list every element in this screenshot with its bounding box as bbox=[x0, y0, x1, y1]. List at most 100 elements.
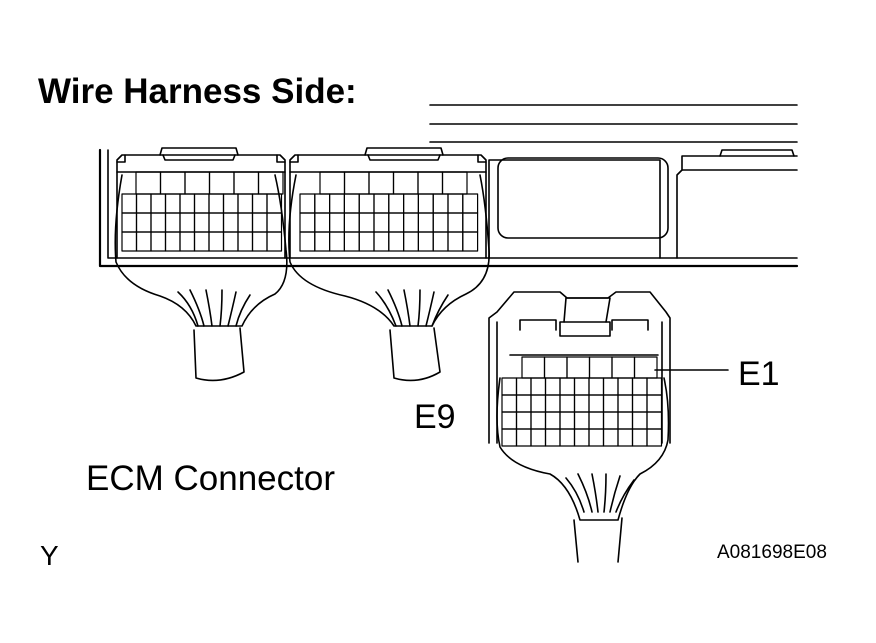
terminal-cavity bbox=[150, 212, 167, 233]
terminal-label-e1: E1 bbox=[738, 355, 780, 393]
terminal-cavity bbox=[462, 231, 479, 252]
terminal-cavity bbox=[602, 428, 619, 447]
terminal-cavity bbox=[164, 212, 181, 233]
terminal-cavity bbox=[329, 212, 346, 233]
terminal-cavity bbox=[617, 411, 634, 430]
terminal-cavity bbox=[515, 411, 532, 430]
terminal-cavity bbox=[588, 394, 605, 413]
terminal-cavity bbox=[646, 411, 663, 430]
terminal-cavity bbox=[343, 212, 360, 233]
terminal-cavity bbox=[462, 193, 479, 214]
component-label: ECM Connector bbox=[86, 459, 335, 498]
terminal-cavity bbox=[299, 212, 316, 233]
terminal-cavity bbox=[611, 356, 636, 379]
terminal-cavity bbox=[343, 231, 360, 252]
terminal-cavity bbox=[193, 212, 210, 233]
terminal-cavity bbox=[329, 231, 346, 252]
title-underlines bbox=[429, 104, 798, 143]
terminal-cavity bbox=[135, 212, 152, 233]
terminal-cavity bbox=[237, 212, 254, 233]
terminal-cavity bbox=[573, 428, 590, 447]
terminal-cavity bbox=[251, 231, 268, 252]
terminal-cavity bbox=[193, 231, 210, 252]
terminal-cavity bbox=[314, 212, 331, 233]
terminal-cavity bbox=[530, 394, 547, 413]
terminal-cavity bbox=[515, 428, 532, 447]
e-grid-body bbox=[501, 377, 663, 447]
terminal-cavity bbox=[343, 171, 370, 195]
terminal-cavity bbox=[646, 377, 663, 396]
terminal-cavity bbox=[222, 193, 239, 214]
terminal-cavity bbox=[559, 428, 576, 447]
terminal-cavity bbox=[501, 377, 518, 396]
terminal-cavity bbox=[343, 193, 360, 214]
terminal-cavity bbox=[633, 356, 658, 379]
terminal-cavity bbox=[121, 231, 138, 252]
terminal-cavity bbox=[566, 356, 591, 379]
terminal-cavity bbox=[588, 428, 605, 447]
middle-grid-top bbox=[319, 171, 468, 195]
terminal-cavity bbox=[515, 377, 532, 396]
terminal-cavity bbox=[417, 231, 434, 252]
ecm-housing bbox=[98, 148, 799, 268]
terminal-cavity bbox=[237, 231, 254, 252]
terminal-cavity bbox=[432, 231, 449, 252]
terminal-cavity bbox=[208, 212, 225, 233]
terminal-cavity bbox=[135, 231, 152, 252]
terminal-cavity bbox=[602, 394, 619, 413]
diagram-title: Wire Harness Side: bbox=[38, 72, 357, 111]
terminal-cavity bbox=[150, 231, 167, 252]
terminal-cavity bbox=[403, 231, 420, 252]
terminal-cavity bbox=[559, 377, 576, 396]
terminal-cavity bbox=[617, 428, 634, 447]
terminal-cavity bbox=[159, 171, 186, 195]
terminal-cavity bbox=[233, 171, 260, 195]
terminal-cavity bbox=[573, 394, 590, 413]
terminal-cavity bbox=[559, 394, 576, 413]
terminal-cavity bbox=[388, 212, 405, 233]
terminal-cavity bbox=[164, 231, 181, 252]
terminal-cavity bbox=[319, 171, 346, 195]
left-connector bbox=[114, 147, 288, 327]
terminal-cavity bbox=[573, 377, 590, 396]
terminal-cavity bbox=[441, 171, 468, 195]
terminal-cavity bbox=[388, 231, 405, 252]
terminal-cavity bbox=[544, 428, 561, 447]
terminal-cavity bbox=[544, 377, 561, 396]
terminal-cavity bbox=[417, 212, 434, 233]
terminal-cavity bbox=[121, 212, 138, 233]
terminal-cavity bbox=[501, 411, 518, 430]
terminal-cavity bbox=[447, 231, 464, 252]
terminal-cavity bbox=[646, 428, 663, 447]
terminal-cavity bbox=[521, 356, 546, 379]
terminal-cavity bbox=[559, 411, 576, 430]
terminal-cavity bbox=[373, 231, 390, 252]
terminal-cavity bbox=[501, 428, 518, 447]
terminal-cavity bbox=[358, 231, 375, 252]
terminal-cavity bbox=[631, 428, 648, 447]
e-grid-top bbox=[521, 356, 658, 379]
terminal-cavity bbox=[373, 193, 390, 214]
terminal-cavity bbox=[251, 193, 268, 214]
terminal-cavity bbox=[392, 171, 419, 195]
terminal-cavity bbox=[237, 193, 254, 214]
terminal-cavity bbox=[135, 193, 152, 214]
terminal-cavity bbox=[135, 171, 162, 195]
terminal-cavity bbox=[646, 394, 663, 413]
left-grid-body bbox=[121, 193, 283, 252]
terminal-cavity bbox=[164, 193, 181, 214]
terminal-cavity bbox=[208, 193, 225, 214]
terminal-cavity bbox=[631, 394, 648, 413]
terminal-cavity bbox=[417, 193, 434, 214]
terminal-cavity bbox=[617, 394, 634, 413]
terminal-cavity bbox=[266, 231, 283, 252]
terminal-grids bbox=[121, 171, 663, 447]
terminal-cavity bbox=[544, 394, 561, 413]
terminal-cavity bbox=[208, 171, 235, 195]
terminal-cavity bbox=[403, 212, 420, 233]
terminal-cavity bbox=[251, 212, 268, 233]
terminal-cavity bbox=[631, 377, 648, 396]
terminal-cavity bbox=[530, 411, 547, 430]
terminal-cavity bbox=[543, 356, 568, 379]
